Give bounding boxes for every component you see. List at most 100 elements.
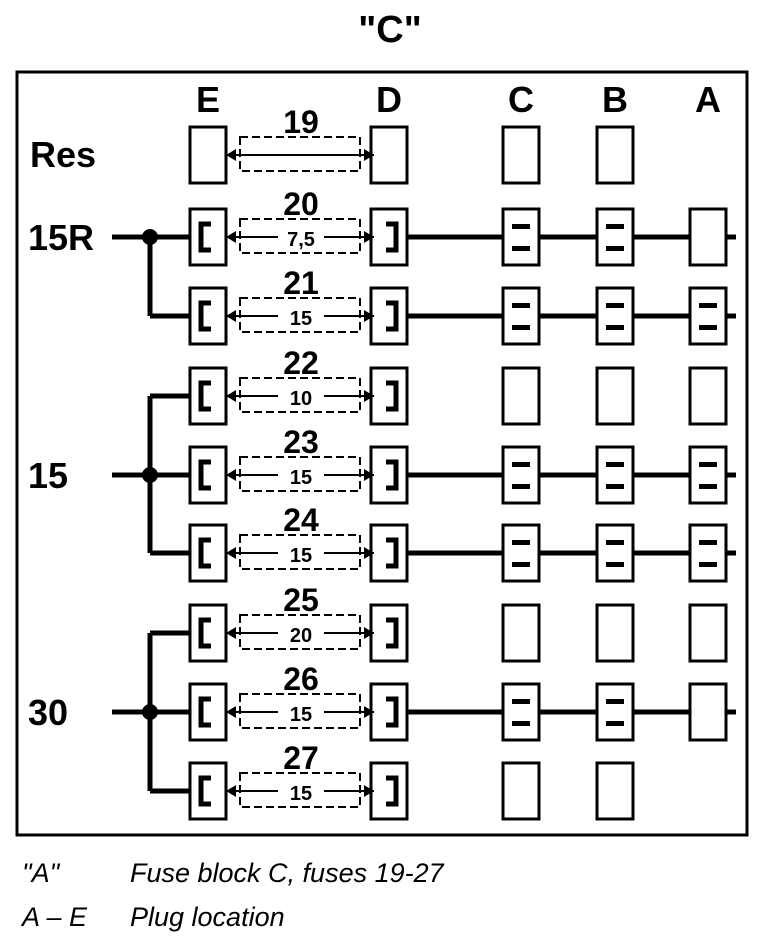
contact-bar: [606, 224, 624, 229]
socket-b: [595, 603, 635, 663]
socket-c: [501, 207, 541, 267]
socket-c: [501, 286, 541, 346]
socket-d: [369, 286, 409, 346]
contact-bar: [606, 721, 624, 726]
column-header-e: E: [196, 79, 220, 120]
fuse-rating: 15: [290, 308, 312, 330]
socket-a: [688, 445, 728, 505]
supply-label: 30: [28, 692, 68, 733]
amp-label-bg: [278, 623, 324, 645]
contact-bar: [512, 699, 530, 704]
socket-a: [688, 286, 728, 346]
socket-b: [595, 445, 635, 505]
socket-b: [595, 366, 635, 426]
socket-d: [369, 366, 409, 426]
fuse-number: 24: [283, 502, 319, 538]
fuse-rating: 15: [290, 783, 312, 805]
fuse-number: 21: [283, 265, 319, 301]
socket-e: [188, 125, 228, 185]
arrow-left-icon: [226, 231, 236, 243]
terminal-bracket: [386, 459, 399, 491]
socket-c: [501, 366, 541, 426]
supply-label: 15: [28, 455, 68, 496]
column-header-c: C: [508, 79, 534, 120]
arrow-left-icon: [226, 310, 236, 322]
socket-c: [501, 125, 541, 185]
arrow-right-icon: [364, 469, 374, 481]
contact-bar: [512, 224, 530, 229]
socket-b: [595, 761, 635, 821]
arrow-right-icon: [364, 627, 374, 639]
terminal-bracket: [386, 221, 399, 253]
socket-d: [369, 761, 409, 821]
amp-label-bg: [278, 306, 324, 328]
terminal-bracket: [198, 300, 211, 332]
socket-e: [188, 366, 228, 426]
socket-b: [595, 682, 635, 742]
junction-dot: [142, 229, 158, 245]
legend-text: Fuse block C, fuses 19-27: [130, 858, 444, 888]
contact-bar: [699, 562, 717, 567]
socket-d: [369, 207, 409, 267]
socket-c: [501, 603, 541, 663]
legend-text: Plug location: [130, 902, 285, 932]
contact-bar: [699, 303, 717, 308]
socket-e: [188, 761, 228, 821]
fuse-number: 26: [283, 661, 319, 697]
contact-bar: [606, 484, 624, 489]
contact-bar: [512, 540, 530, 545]
socket-c: [501, 761, 541, 821]
socket-a: [688, 523, 728, 583]
terminal-bracket: [198, 617, 211, 649]
arrow-right-icon: [364, 706, 374, 718]
fuse-number: 25: [283, 582, 319, 618]
arrow-right-icon: [364, 231, 374, 243]
contact-bar: [606, 325, 624, 330]
arrow-left-icon: [226, 785, 236, 797]
arrow-left-icon: [226, 706, 236, 718]
arrow-left-icon: [226, 390, 236, 402]
arrow-left-icon: [226, 627, 236, 639]
column-header-d: D: [376, 79, 402, 120]
terminal-bracket: [198, 696, 211, 728]
fuse-number: 27: [283, 740, 319, 776]
plug-sockets: [188, 125, 728, 821]
contact-bar: [699, 462, 717, 467]
column-header-b: B: [602, 79, 628, 120]
socket-a: [688, 366, 728, 426]
fuse-rating: 15: [290, 467, 312, 489]
contact-bar: [699, 540, 717, 545]
terminal-bracket: [386, 380, 399, 412]
contact-bar: [512, 325, 530, 330]
socket-b: [595, 523, 635, 583]
diagram-frame: [15, 70, 749, 837]
amp-label-bg: [278, 386, 324, 408]
contact-bar: [606, 562, 624, 567]
contact-bar: [606, 303, 624, 308]
terminal-bracket: [386, 775, 399, 807]
supply-label: 15R: [28, 217, 94, 258]
contact-bar: [606, 540, 624, 545]
socket-c: [501, 682, 541, 742]
legend-row-1: "A"Fuse block C, fuses 19-27: [22, 858, 444, 889]
socket-d: [369, 682, 409, 742]
arrow-right-icon: [364, 390, 374, 402]
socket-e: [188, 207, 228, 267]
arrow-left-icon: [226, 547, 236, 559]
arrow-right-icon: [364, 310, 374, 322]
socket-c: [501, 523, 541, 583]
amp-label-bg: [278, 227, 324, 249]
fuse-number: 23: [283, 424, 319, 460]
wires: [112, 229, 736, 794]
fuse-number: 20: [283, 186, 319, 222]
arrow-right-icon: [364, 785, 374, 797]
amp-label-bg: [278, 543, 324, 565]
arrow-left-icon: [226, 469, 236, 481]
supply-labels: Res 15R 15 30: [28, 134, 96, 733]
socket-e: [188, 523, 228, 583]
diagram-title: "C": [358, 9, 421, 51]
contact-bar: [606, 699, 624, 704]
socket-b: [595, 207, 635, 267]
supply-label-res: Res: [30, 134, 96, 175]
